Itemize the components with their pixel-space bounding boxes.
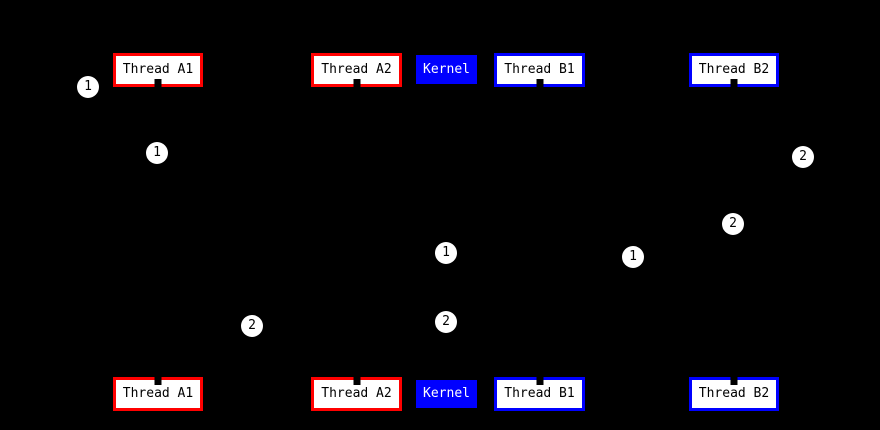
lifeline-notch xyxy=(730,79,738,89)
lifeline-notch xyxy=(353,374,360,385)
participant-label: Thread B1 xyxy=(504,386,575,401)
participant-top-thread-b1: Thread B1 xyxy=(494,53,585,89)
participant-top-thread-b2: Thread B2 xyxy=(689,53,779,89)
participant-bottom-thread-a1: Thread A1 xyxy=(113,374,203,411)
sequence-marker: 2 xyxy=(792,146,814,168)
participant-bottom-thread-a2: Thread A2 xyxy=(311,374,402,411)
participant-label: Thread B2 xyxy=(698,62,770,77)
marker-label: 2 xyxy=(442,314,450,329)
lifeline-notch xyxy=(536,79,543,89)
participant-top-kernel: Kernel xyxy=(416,55,477,84)
participant-label: Thread A1 xyxy=(122,386,194,401)
participant-bottom-thread-b2: Thread B2 xyxy=(689,374,779,411)
participant-label: Thread B1 xyxy=(504,62,575,77)
marker-label: 1 xyxy=(629,249,637,264)
participant-top-thread-a2: Thread A2 xyxy=(311,53,402,89)
lifeline-notch xyxy=(154,374,162,385)
participant-label: Kernel xyxy=(423,62,470,77)
participant-label: Kernel xyxy=(423,386,470,401)
participant-label: Thread B2 xyxy=(698,386,770,401)
sequence-marker: 1 xyxy=(146,142,168,164)
participant-top-thread-a1: Thread A1 xyxy=(113,53,203,89)
participant-bottom-thread-b1: Thread B1 xyxy=(494,374,585,411)
sequence-marker: 2 xyxy=(435,311,457,333)
marker-label: 2 xyxy=(799,149,807,164)
lifeline-notch xyxy=(730,374,738,385)
sequence-marker: 1 xyxy=(77,76,99,98)
sequence-marker: 1 xyxy=(435,242,457,264)
marker-label: 2 xyxy=(248,318,256,333)
participant-bottom-kernel: Kernel xyxy=(416,380,477,408)
participant-label: Thread A1 xyxy=(122,62,194,77)
lifeline-notch xyxy=(154,79,162,89)
marker-label: 1 xyxy=(84,79,92,94)
participant-label: Thread A2 xyxy=(321,62,392,77)
marker-label: 1 xyxy=(153,145,161,160)
marker-label: 1 xyxy=(442,245,450,260)
participant-label: Thread A2 xyxy=(321,386,392,401)
marker-label: 2 xyxy=(729,216,737,231)
sequence-marker: 2 xyxy=(241,315,263,337)
lifeline-notch xyxy=(353,79,360,89)
lifeline-notch xyxy=(536,374,543,385)
sequence-marker: 1 xyxy=(622,246,644,268)
sequence-marker: 2 xyxy=(722,213,744,235)
